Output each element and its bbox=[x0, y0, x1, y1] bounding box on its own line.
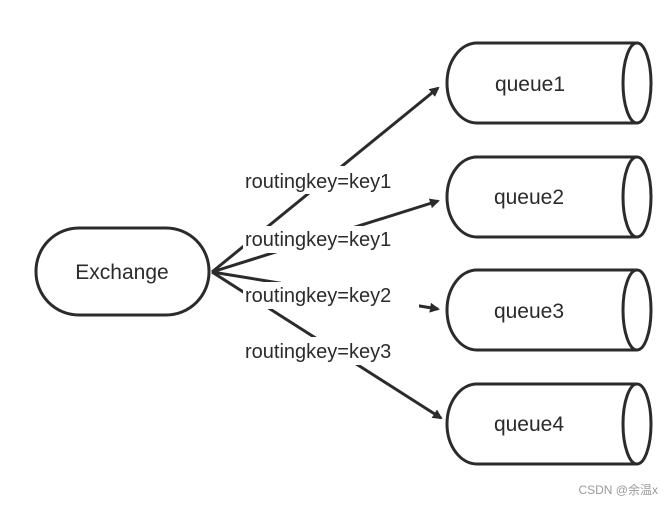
exchange-node bbox=[34, 226, 211, 317]
queue1-label: queue1 bbox=[495, 73, 565, 96]
edge-label-bg-1 bbox=[243, 166, 419, 194]
queue4-node: queue4 bbox=[445, 382, 653, 466]
edge-label-queue1: routingkey=key1 bbox=[245, 171, 391, 193]
queue4-label: queue4 bbox=[494, 413, 564, 436]
queue3-node: queue3 bbox=[445, 268, 653, 352]
watermark: CSDN @余温x bbox=[578, 483, 658, 497]
edge-label-queue2: routingkey=key1 bbox=[245, 229, 391, 251]
edge-label-queue4: routingkey=key3 bbox=[245, 341, 391, 363]
queue2-label: queue2 bbox=[494, 186, 564, 209]
edge-label-bg-3 bbox=[243, 282, 419, 309]
edge-label-bg-2 bbox=[243, 226, 419, 253]
queue2-node: queue2 bbox=[445, 155, 653, 239]
queue1-node: queue1 bbox=[445, 41, 653, 125]
edge-label-queue3: routingkey=key2 bbox=[245, 285, 391, 307]
queue3-label: queue3 bbox=[494, 300, 564, 323]
edge-label-bg-4 bbox=[243, 337, 419, 365]
exchange-label: Exchange bbox=[75, 261, 168, 284]
